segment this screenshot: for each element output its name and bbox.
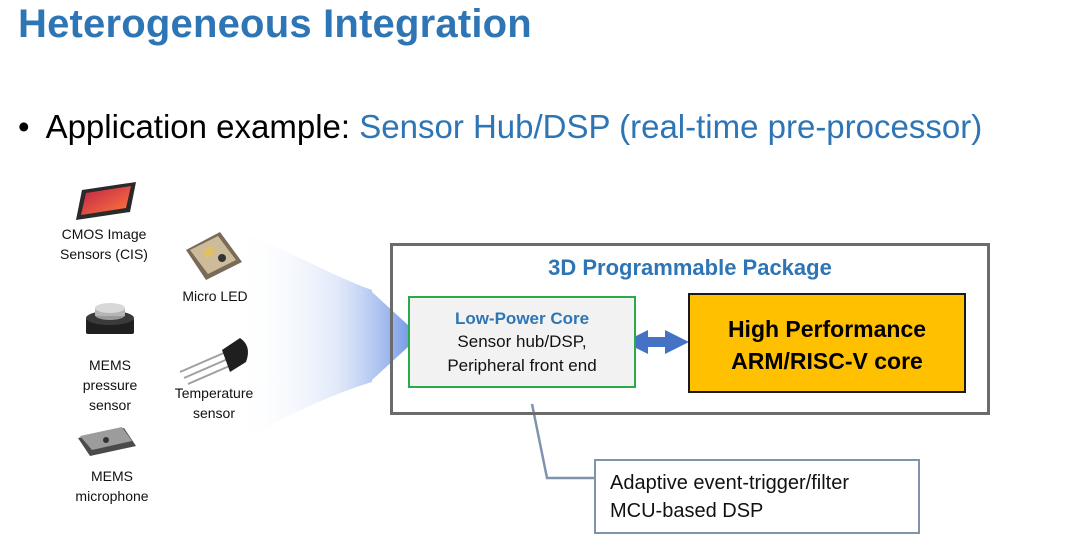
- low-power-core-line1: Sensor hub/DSP,: [457, 332, 587, 351]
- mems-microphone-label: MEMS microphone: [75, 468, 149, 504]
- mems-pressure-label: MEMS pressure sensor: [82, 357, 138, 413]
- cis-label: CMOS Image Sensors (CIS): [60, 226, 148, 262]
- mems-microphone-icon: [78, 427, 136, 456]
- package-box: [390, 243, 990, 415]
- low-power-core-box: Low-Power Core Sensor hub/DSP, Periphera…: [408, 296, 636, 388]
- bidirectional-arrow: [624, 330, 689, 354]
- low-power-core-title: Low-Power Core: [454, 309, 590, 328]
- low-power-core-line2: Peripheral front end: [447, 356, 597, 375]
- temperature-label: Temperature sensor: [174, 385, 254, 421]
- high-performance-core-line1: High Performance: [727, 316, 927, 342]
- callout-line2: MCU-based DSP: [610, 500, 764, 522]
- high-performance-core-line2: ARM/RISC-V core: [731, 348, 923, 374]
- callout-box: Adaptive event-trigger/filter MCU-based …: [594, 459, 920, 534]
- slide-title: Heterogeneous Integration: [18, 2, 532, 46]
- micro-led-icon: [186, 232, 242, 280]
- bullet-prefix: Application example:: [45, 108, 360, 145]
- bullet-line: • Application example: Sensor Hub/DSP (re…: [18, 108, 982, 146]
- cmos-image-sensor-icon: [76, 182, 136, 220]
- callout-connector: [530, 403, 594, 480]
- high-performance-core-box: High Performance ARM/RISC-V core: [688, 293, 966, 393]
- bullet-highlight: Sensor Hub/DSP (real-time pre-processor): [359, 108, 983, 145]
- micro-led-label: Micro LED: [182, 288, 248, 304]
- mems-pressure-sensor-icon: [86, 303, 134, 334]
- callout-line1: Adaptive event-trigger/filter: [610, 472, 850, 494]
- funnel-arrow: [235, 230, 420, 440]
- package-title: 3D Programmable Package: [548, 255, 832, 280]
- bullet-dot: •: [18, 108, 30, 145]
- temperature-sensor-icon: [179, 338, 248, 385]
